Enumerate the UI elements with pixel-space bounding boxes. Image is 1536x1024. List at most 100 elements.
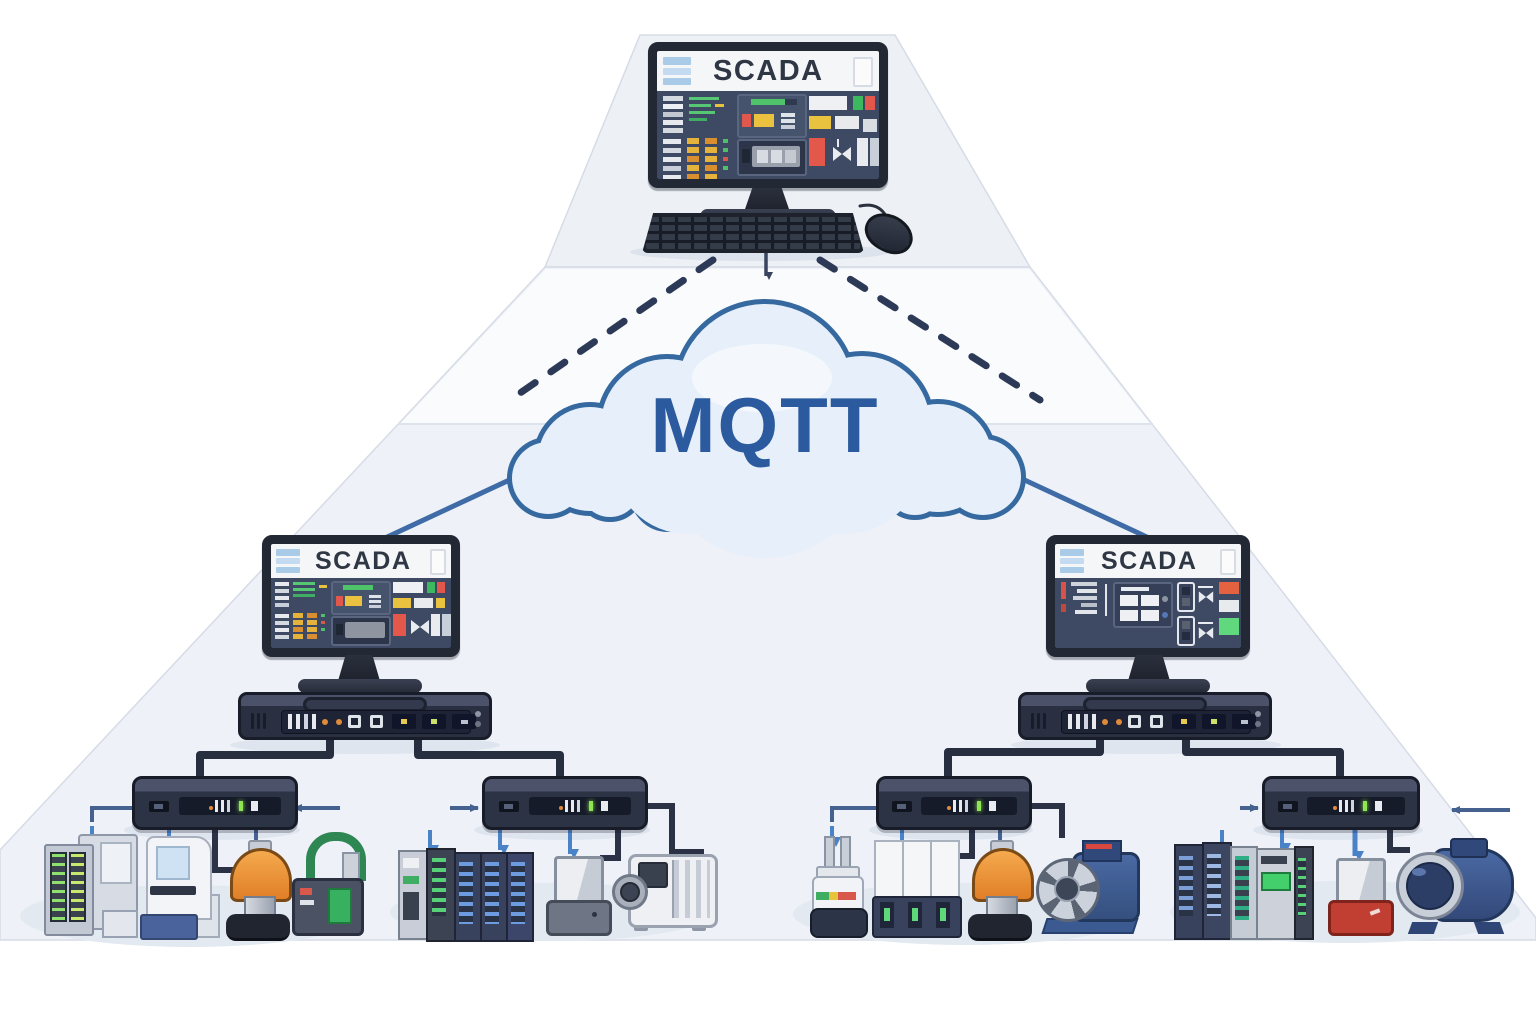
- decor-shape: [715, 104, 724, 107]
- decor-shape: [751, 99, 785, 105]
- left-scada-screen: SCADA: [271, 544, 451, 648]
- top-scada-screen: SCADA: [657, 51, 879, 179]
- toggle-switch-glyph: [1177, 582, 1195, 612]
- decor-shape: [1198, 622, 1213, 624]
- analyzer-station-icon: [140, 836, 220, 940]
- decor-shape: [90, 806, 132, 822]
- decor-shape: [1207, 854, 1221, 916]
- right-screen-header: SCADA: [1055, 544, 1241, 580]
- dashed-link-left: [506, 256, 717, 404]
- decor-shape: [140, 914, 198, 940]
- decor-shape: [672, 860, 710, 918]
- decor-shape: [663, 78, 691, 85]
- decor-shape: [1387, 824, 1410, 853]
- decor-shape: [1131, 718, 1138, 725]
- valve-glyph: [411, 620, 429, 634]
- decor-shape: [930, 840, 960, 902]
- fan-motor-icon: [1036, 840, 1140, 934]
- decor-shape: [663, 68, 691, 75]
- decor-shape: [912, 908, 918, 921]
- decor-shape: [754, 114, 774, 127]
- decor-shape: [742, 149, 750, 163]
- decor-shape: [945, 439, 1021, 515]
- decor-shape: [373, 718, 380, 725]
- decor-shape: [1054, 876, 1080, 902]
- decor-shape: [742, 114, 751, 127]
- decor-shape: [431, 614, 440, 636]
- decor-shape: [612, 874, 648, 910]
- decor-shape: [1037, 713, 1040, 729]
- top-dashboard: [657, 91, 879, 179]
- decor-shape: [1162, 612, 1168, 618]
- decor-shape: [968, 914, 1032, 941]
- decor-shape: [816, 892, 856, 900]
- valve-glyph: [1198, 591, 1214, 603]
- decor-shape: [154, 804, 163, 809]
- decor-shape: [1060, 549, 1084, 556]
- decor-shape: [1060, 567, 1084, 573]
- decor-shape: [620, 882, 640, 902]
- decor-shape: [546, 900, 612, 936]
- decor-shape: [436, 598, 445, 608]
- decor-shape: [977, 801, 981, 811]
- decor-shape: [940, 908, 946, 921]
- valve-glyph: [833, 147, 851, 161]
- decor-shape: [781, 113, 795, 117]
- decor-shape: [345, 622, 385, 638]
- decor-shape: [1333, 806, 1337, 810]
- gateway-led-strip: [921, 797, 1017, 815]
- valve-glyph: [1198, 627, 1214, 639]
- decor-shape: [638, 862, 668, 888]
- decor-shape: [322, 719, 328, 725]
- decor-shape: [336, 624, 343, 635]
- decor-shape: [1153, 718, 1160, 725]
- decor-shape: [403, 892, 419, 920]
- decor-shape: [1363, 801, 1367, 811]
- sensor-block-red-icon: [1328, 858, 1394, 936]
- decor-shape: [1219, 600, 1239, 612]
- decor-shape: [830, 806, 876, 822]
- decor-shape: [156, 846, 190, 880]
- gateway-port: [149, 801, 169, 812]
- decor-shape: [837, 139, 839, 147]
- left-monitor-base: [298, 679, 422, 693]
- decor-shape: [69, 852, 86, 922]
- header-doodle: [853, 57, 873, 87]
- decor-shape: [1283, 804, 1292, 809]
- cloud-highlight: [692, 344, 832, 412]
- decor-shape: [1071, 582, 1097, 586]
- gateway-device-connectors: [90, 803, 1510, 873]
- decor-shape: [276, 549, 300, 556]
- decor-shape: [1121, 587, 1149, 591]
- decor-shape: [328, 888, 352, 924]
- decor-shape: [442, 614, 451, 636]
- decor-shape: [485, 862, 499, 924]
- right-dashboard: [1055, 578, 1241, 648]
- decor-shape: [1182, 632, 1190, 640]
- left-dashboard: [271, 578, 451, 648]
- decor-shape: [884, 908, 890, 921]
- decor-shape: [1120, 595, 1138, 606]
- decor-shape: [689, 111, 715, 114]
- decor-shape: [1081, 603, 1097, 607]
- decor-shape: [437, 582, 445, 593]
- decor-shape: [559, 806, 563, 810]
- decor-shape: [263, 713, 266, 729]
- decor-shape: [663, 120, 683, 125]
- decor-shape: [475, 711, 481, 717]
- decor-shape: [689, 104, 711, 107]
- decor-shape: [757, 150, 768, 163]
- decor-shape: [196, 736, 334, 778]
- decor-shape: [874, 840, 904, 902]
- decor-shape: [663, 96, 683, 101]
- header-doodle: [1220, 549, 1236, 575]
- top-workstation-monitor: SCADA: [648, 42, 888, 188]
- decor-shape: [1219, 582, 1239, 594]
- decor-shape: [865, 96, 875, 110]
- decor-shape: [226, 914, 290, 941]
- top-monitor-neck: [744, 188, 790, 212]
- decor-shape: [972, 848, 1034, 902]
- gateway-led-strip: [1307, 797, 1405, 815]
- edge-gateway-c: [876, 776, 1032, 830]
